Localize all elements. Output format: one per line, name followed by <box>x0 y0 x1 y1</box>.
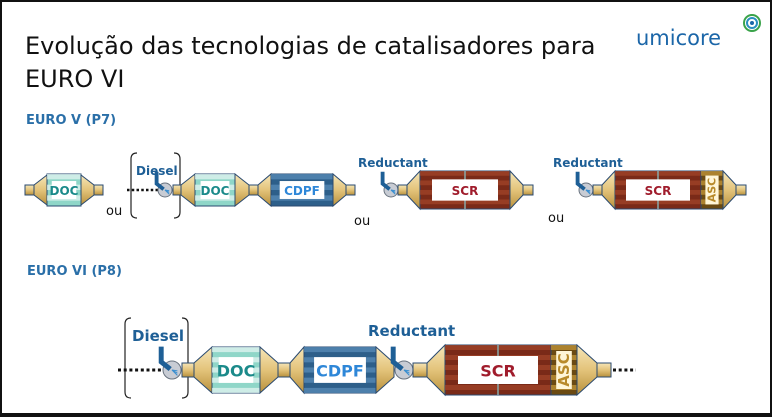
cdpf-block: CDPF <box>270 173 334 207</box>
logo-text: umicore <box>636 26 722 50</box>
asc-label: ASC <box>555 353 573 386</box>
doc-label: DOC <box>50 184 79 198</box>
cone <box>259 345 279 395</box>
cdpf-label: CDPF <box>284 184 320 198</box>
or-separator: ou <box>354 214 370 229</box>
reductant-label: Reductant <box>553 156 623 170</box>
reductant-label: Reductant <box>368 322 455 340</box>
pipe-stub <box>248 184 259 196</box>
pipe-stub <box>522 184 534 196</box>
injector-icon <box>154 171 173 198</box>
doc-label: DOC <box>201 184 230 198</box>
pipe-stub <box>345 184 356 196</box>
pipe-stub <box>412 362 428 378</box>
cone <box>80 173 95 207</box>
injector-icon <box>158 346 182 380</box>
injector-icon <box>380 171 399 198</box>
umicore-logo: umicore <box>636 26 721 50</box>
scr-block: SCR <box>614 170 702 210</box>
pipe-stub <box>735 184 747 196</box>
cone <box>33 173 48 207</box>
diesel-label: Diesel <box>136 164 178 178</box>
pipe-stub <box>596 362 612 378</box>
pipe-stub <box>24 184 35 196</box>
scr-label: SCR <box>452 184 479 198</box>
cone <box>509 169 524 211</box>
pipe-stub <box>397 184 408 196</box>
asc-block: ASC <box>700 170 724 210</box>
cone <box>406 169 421 211</box>
reductant-label: Reductant <box>358 156 428 170</box>
euro5-heading: EURO V (P7) <box>26 113 117 128</box>
injector-icon <box>575 171 594 198</box>
doc-label: DOC <box>217 362 256 381</box>
slide-title: Evolução das tecnologias de catalisadore… <box>25 30 595 96</box>
scr-block: SCR <box>444 344 552 396</box>
scr-block: SCR <box>419 170 511 210</box>
cdpf-block: CDPF <box>303 346 377 394</box>
bracket-left <box>124 317 132 399</box>
cdpf-label: CDPF <box>316 362 364 381</box>
euro6-heading: EURO VI (P8) <box>27 264 122 279</box>
pipe-stub <box>172 184 182 196</box>
doc-block: DOC <box>211 346 261 394</box>
cone <box>180 172 196 208</box>
injector-icon <box>390 346 414 380</box>
scr-label: SCR <box>480 362 516 381</box>
title-line-1: Evolução das tecnologias de catalisadore… <box>25 32 596 60</box>
doc-block: DOC <box>194 173 236 207</box>
diesel-label: Diesel <box>132 327 184 345</box>
doc-block: DOC <box>46 173 82 207</box>
cone <box>234 172 250 208</box>
cone <box>257 172 272 208</box>
or-separator: ou <box>548 211 564 226</box>
pipe-stub <box>277 362 291 378</box>
title-line-2: EURO VI <box>25 65 125 93</box>
cone <box>722 169 737 211</box>
cone <box>332 172 347 208</box>
pipe-stub <box>592 184 603 196</box>
asc-label: ASC <box>706 178 719 203</box>
cone <box>375 345 395 395</box>
bracket-left <box>130 152 138 219</box>
cone <box>576 343 598 397</box>
cone <box>601 169 616 211</box>
asc-block: ASC <box>550 344 578 396</box>
cone <box>289 345 305 395</box>
euro5-option-doc: DOC ou <box>24 173 122 219</box>
cone <box>193 345 213 395</box>
pipe-stub <box>181 362 195 378</box>
or-separator: ou <box>106 204 122 219</box>
scr-label: SCR <box>645 184 672 198</box>
bracket-right <box>181 317 189 399</box>
cone <box>426 343 446 397</box>
pipe-stub <box>93 184 104 196</box>
